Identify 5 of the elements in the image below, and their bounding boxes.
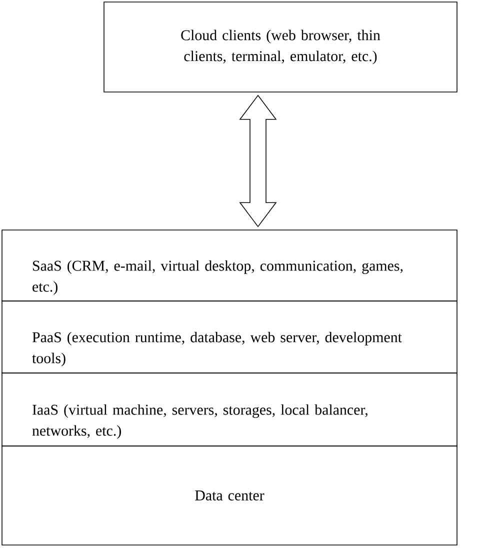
layer-box: Data center [2,446,458,546]
layer-box: IaaS (virtual machine, servers, storages, local balancer, networks, etc.) [2,372,458,446]
layer-box: SaaS (CRM, e-mail, virtual desktop, communication, games, etc.) [2,230,458,302]
layer-box: PaaS (execution runtime, database, web server, development tools) [2,300,458,374]
client-box: Cloud clients (web browser, thin clients, terminal, emulator, etc.) [104,2,458,92]
